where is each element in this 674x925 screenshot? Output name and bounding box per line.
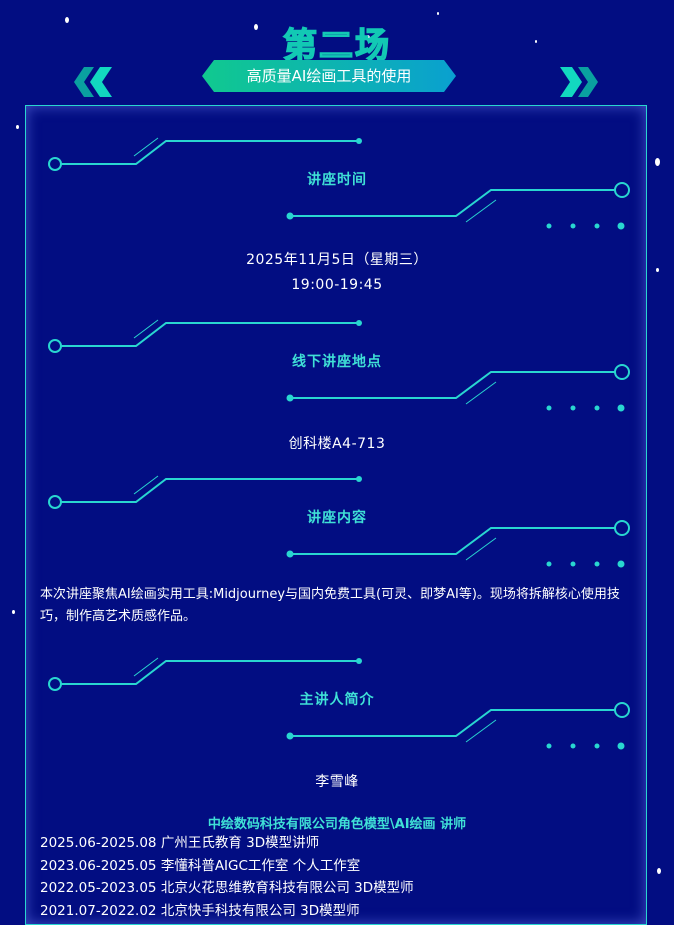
experience-list: 2025.06-2025.08 广州王氏教育 3D模型讲师 2023.06-20… [40, 832, 414, 922]
circuit-decoration [48, 657, 630, 743]
circuit-icon [48, 319, 630, 412]
circuit-decoration [48, 137, 630, 223]
date-text: 2025年11月5日（星期三） [246, 252, 428, 268]
section-speaker-header: 主讲人简介 [26, 656, 648, 766]
location-text: 创科楼A4-713 [288, 436, 386, 452]
circuit-decoration [48, 319, 630, 405]
content-paragraph: 本次讲座聚焦AI绘画实用工具:Midjourney与国内免费工具(可灵、即梦AI… [40, 587, 620, 624]
subtitle-banner: 高质量AI绘画工具的使用 [202, 60, 456, 92]
section-location-header: 线下讲座地点 [26, 318, 648, 428]
experience-item: 2021.07-2022.02 北京快手科技有限公司 3D模型师 [40, 902, 360, 919]
section-title: 主讲人简介 [299, 692, 375, 708]
experience-item: 2025.06-2025.08 广州王氏教育 3D模型讲师 [40, 835, 320, 851]
time-text: 19:00-19:45 [291, 277, 383, 293]
chevrons-right-icon [560, 67, 598, 97]
speaker-name: 李雪峰 [315, 774, 359, 790]
session-title: 第二场 [282, 25, 391, 67]
speaker-org: 中绘数码科技有限公司角色模型\AI绘画 讲师 [207, 817, 467, 832]
experience-item: 2022.05-2023.05 北京火花思维教育科技有限公司 3D模型师 [40, 880, 414, 896]
chevrons-left-icon [74, 67, 112, 97]
section-title: 讲座时间 [307, 172, 367, 188]
info-card: 讲座时间 2025年11月5日（星期三） 19:00-19:45 线下讲座地点 … [25, 105, 647, 925]
section-content-header: 讲座内容 [26, 474, 648, 584]
circuit-decoration [48, 475, 630, 561]
circuit-icon [48, 475, 630, 568]
section-time-header: 讲座时间 [26, 136, 648, 246]
section-title: 讲座内容 [307, 510, 367, 526]
circuit-icon [48, 657, 630, 750]
section-title: 线下讲座地点 [292, 354, 382, 370]
circuit-icon [48, 137, 630, 230]
experience-item: 2023.06-2025.05 李懂科普AIGC工作室 个人工作室 [40, 857, 361, 874]
